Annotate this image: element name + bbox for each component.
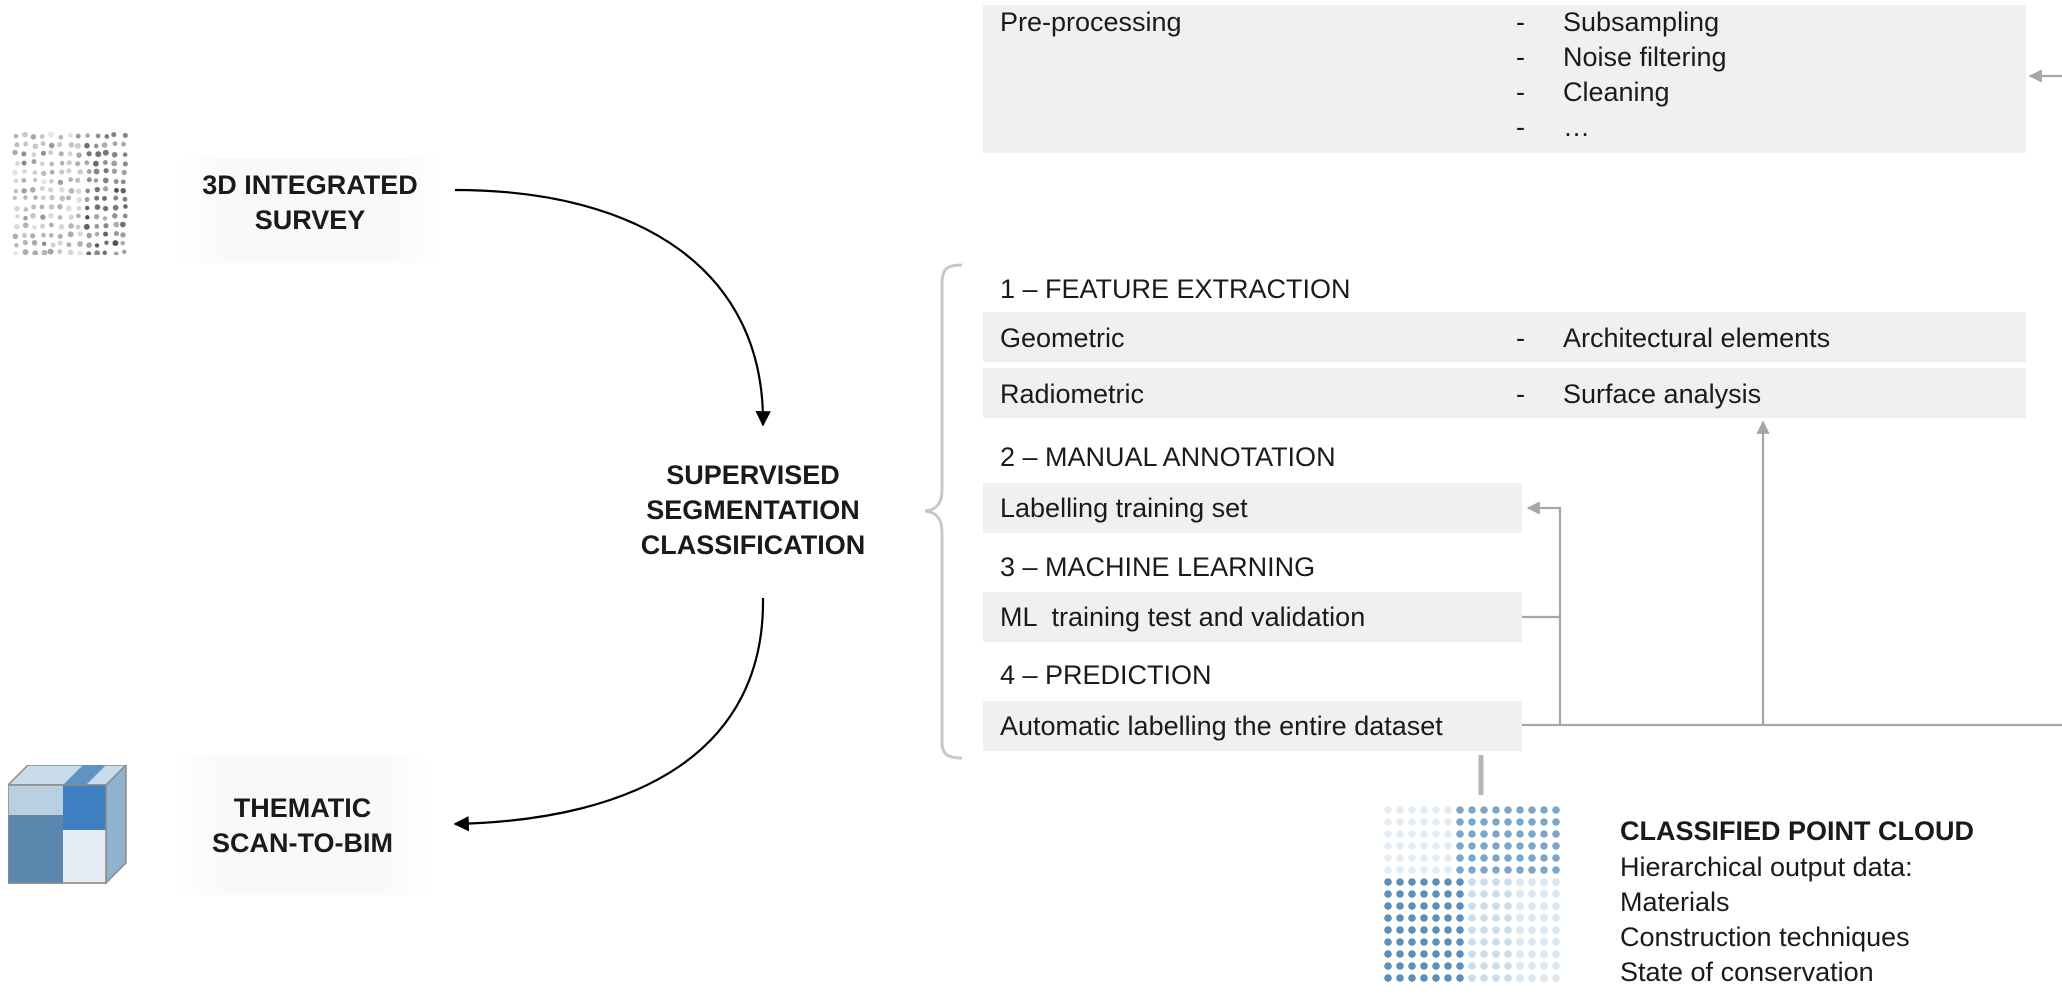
preprocessing-bullet: -	[1516, 7, 1525, 37]
step3-row-label: ML training test and validation	[1000, 602, 1366, 632]
step3-row	[983, 592, 1522, 642]
step1-row-detail: Surface analysis	[1563, 379, 1762, 409]
curly-brace	[924, 263, 963, 760]
survey-label-box	[175, 158, 445, 263]
output-line: State of conservation	[1620, 957, 1874, 987]
output-line: Hierarchical output data:	[1620, 852, 1913, 882]
line-ml-to-labelling	[1522, 501, 1562, 619]
step1-row-bullet: -	[1516, 323, 1525, 353]
thematic-label-line1: THEMATIC	[233, 793, 372, 823]
preprocessing-item: Cleaning	[1563, 77, 1670, 107]
preprocessing-item: …	[1563, 112, 1590, 142]
preprocessing-bullet: -	[1516, 42, 1525, 72]
thematic-label-box	[175, 755, 430, 895]
step1-row-label: Radiometric	[1000, 379, 1145, 409]
preprocessing-item: Noise filtering	[1563, 42, 1727, 72]
point-cloud-cube-icon	[10, 130, 140, 257]
output-line: Materials	[1620, 887, 1730, 917]
step1-row-bullet: -	[1516, 379, 1525, 409]
step2-row-label: Labelling training set	[1000, 493, 1248, 523]
step1-title: 1 – FEATURE EXTRACTION	[1000, 274, 1351, 304]
step1-row-label: Geometric	[1000, 323, 1125, 353]
supervised-label-line2: SEGMENTATION	[646, 495, 860, 525]
step1-row-detail: Architectural elements	[1563, 323, 1831, 353]
step2-row	[983, 483, 1522, 533]
classified-point-cloud-icon	[1380, 800, 1585, 1000]
preprocessing-bullet: -	[1516, 112, 1525, 142]
bim-cube-icon	[6, 763, 128, 885]
preprocessing-label: Pre-processing	[1000, 7, 1182, 37]
output-line: Construction techniques	[1620, 922, 1910, 952]
output-title: CLASSIFIED POINT CLOUD	[1620, 816, 1975, 846]
preprocessing-bullet: -	[1516, 77, 1525, 107]
step1-row-geometric	[983, 312, 2026, 362]
survey-label-line1: 3D INTEGRATED	[202, 170, 418, 200]
step4-row-label: Automatic labelling the entire dataset	[1000, 711, 1443, 741]
supervised-label-line3: CLASSIFICATION	[640, 530, 866, 560]
preprocessing-item: Subsampling	[1563, 7, 1720, 37]
step4-row	[983, 701, 1522, 751]
step3-title: 3 – MACHINE LEARNING	[1000, 552, 1316, 582]
arrow-survey-to-supervised	[454, 188, 771, 427]
supervised-label-line1: SUPERVISED	[666, 460, 840, 490]
survey-label-line2: SURVEY	[254, 205, 366, 235]
arrow-supervised-to-thematic	[453, 597, 765, 832]
thematic-label-line2: SCAN-TO-BIM	[212, 828, 393, 858]
step4-title: 4 – PREDICTION	[1000, 660, 1212, 690]
step2-title: 2 – MANUAL ANNOTATION	[1000, 442, 1336, 472]
preprocessing-box	[983, 5, 2026, 153]
step1-row-radiometric	[983, 368, 2026, 418]
